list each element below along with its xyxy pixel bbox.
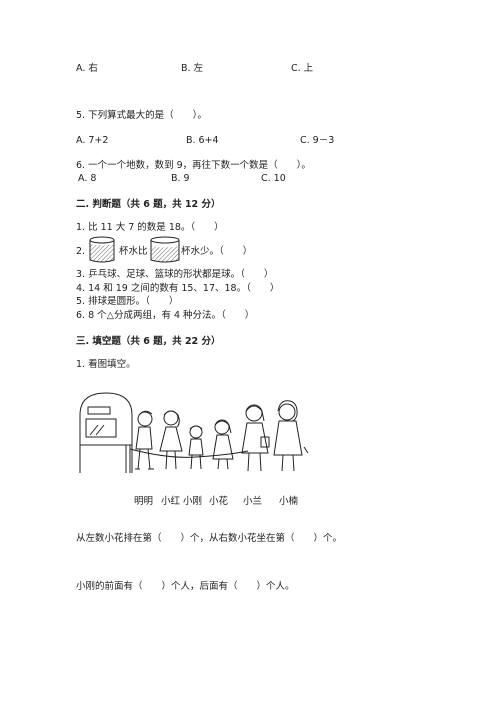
q6-option-a: A. 8 xyxy=(78,173,97,184)
q5-option-c: C. 9－3 xyxy=(300,135,335,146)
q6-option-c: C. 10 xyxy=(261,173,286,184)
s2-q2-prefix: 2. xyxy=(76,246,86,257)
section3-title: 三. 填空题（共 6 题，共 22 分） xyxy=(76,336,221,347)
queue-illustration xyxy=(79,392,309,473)
half-cup-icon xyxy=(150,236,180,263)
name-xiaohong: 小红 xyxy=(161,496,181,507)
q6-option-b: B. 9 xyxy=(171,173,190,184)
q6-stem: 6. 一个一个地数，数到 9，再往下数一个数是（ ）。 xyxy=(76,160,311,171)
name-mingming: 明明 xyxy=(134,496,154,507)
section2-title: 二. 判断题（共 6 题，共 12 分） xyxy=(76,199,221,210)
s2-q2-suffix: 杯水少。（ ） xyxy=(181,246,253,257)
name-xiaolan: 小兰 xyxy=(243,496,263,507)
s2-q5: 5. 排球是圆形。（ ） xyxy=(76,296,179,307)
q4-option-a: A. 右 xyxy=(76,63,98,74)
s2-q1: 1. 比 11 大 7 的数是 18。（ ） xyxy=(76,222,224,233)
full-cup-icon xyxy=(89,236,115,263)
s3-q1-line2: 小刚的前面有（ ）个人，后面有（ ）个人。 xyxy=(76,581,295,592)
name-xiaohua: 小花 xyxy=(209,496,229,507)
q5-stem: 5. 下列算式最大的是（ ）。 xyxy=(76,110,207,121)
s2-q6: 6. 8 个△分成两组，有 4 种分法。（ ） xyxy=(76,310,255,321)
q5-option-b: B. 6+4 xyxy=(186,135,219,146)
s3-q1-line1: 从左数小花排在第（ ）个，从右数小花坐在第（ ）个。 xyxy=(76,533,343,544)
q4-option-b: B. 左 xyxy=(181,63,204,74)
name-xiaogang: 小刚 xyxy=(183,496,203,507)
s2-q3: 3. 乒乓球、足球、篮球的形状都是球。（ ） xyxy=(76,269,274,280)
name-xiaonan: 小楠 xyxy=(279,496,299,507)
q5-option-a: A. 7+2 xyxy=(76,135,109,146)
s2-q2-mid: 杯水比 xyxy=(119,246,148,257)
s2-q4: 4. 14 和 19 之间的数有 15、17、18。（ ） xyxy=(76,283,280,294)
q4-option-c: C. 上 xyxy=(291,63,314,74)
s3-q1: 1. 看图填空。 xyxy=(76,359,136,370)
